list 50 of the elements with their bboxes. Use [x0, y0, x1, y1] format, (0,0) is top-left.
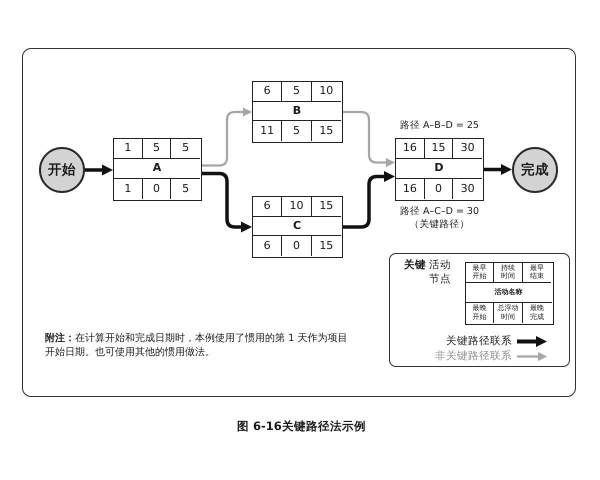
table-cell: C — [253, 216, 341, 236]
legend-box — [389, 253, 570, 367]
table-cell: 5 — [282, 82, 312, 102]
table-cell-text: 15 — [318, 238, 334, 254]
arrow — [343, 171, 395, 229]
table-cell: 30 — [453, 139, 482, 159]
table-cell: 0 — [424, 179, 454, 199]
table-cell: 1 — [114, 179, 143, 199]
table-cell: 16 — [396, 179, 425, 199]
table-cell: 11 — [253, 121, 282, 141]
table-cell-text: 5 — [181, 180, 190, 197]
note-text: 附注：在计算开始和完成日期时，本例使用了惯用的第 1 天作为项目开始日期。也可使用其他的惯用做法。 — [45, 332, 348, 360]
table-cell: 5 — [142, 139, 172, 159]
legend-label: 关键路径联系 — [445, 334, 512, 348]
table-cell: 6 — [253, 197, 282, 217]
table-cell: D — [396, 159, 482, 179]
table-cell: A — [114, 159, 200, 179]
circle-node: 完成 — [512, 147, 558, 193]
table-cell: 6 — [253, 82, 282, 102]
circle-node: 开始 — [39, 147, 85, 193]
table-cell: 10 — [312, 82, 341, 102]
arrow — [484, 164, 512, 175]
legend-label: 非关键路径联系 — [434, 349, 512, 363]
arrow — [343, 110, 395, 167]
table-cell: 5 — [171, 139, 200, 159]
legend-heading: 关键 — [404, 259, 426, 273]
table-cell: B — [253, 102, 341, 122]
table-cell: 10 — [282, 197, 312, 217]
table-cell: 1 — [114, 139, 143, 159]
activity-node — [252, 81, 343, 143]
arrow — [202, 108, 252, 167]
activity-node — [252, 196, 343, 258]
table-cell: 5 — [282, 121, 312, 141]
path-note: 路径 A–C–D = 30 （关键路径） — [398, 205, 480, 231]
figure-caption: 图 6-16关键路径法示例 — [237, 419, 366, 434]
table-cell-text: 15 — [318, 122, 334, 139]
table-cell: 15 — [312, 197, 341, 217]
activity-node — [395, 138, 484, 201]
table-cell: 6 — [253, 236, 282, 256]
table-cell: 0 — [282, 236, 312, 256]
activity-node — [464, 262, 554, 324]
table-cell: 16 — [396, 139, 425, 159]
activity-node — [113, 138, 202, 201]
arrow — [202, 172, 252, 232]
arrow — [85, 164, 113, 176]
path-note: 路径 A–B–D = 25 — [399, 119, 480, 132]
table-cell: 0 — [142, 179, 172, 199]
node-caption: 活动节点 — [429, 259, 452, 286]
table-cell: 15 — [424, 139, 454, 159]
table-cell-text: 30 — [460, 180, 476, 197]
